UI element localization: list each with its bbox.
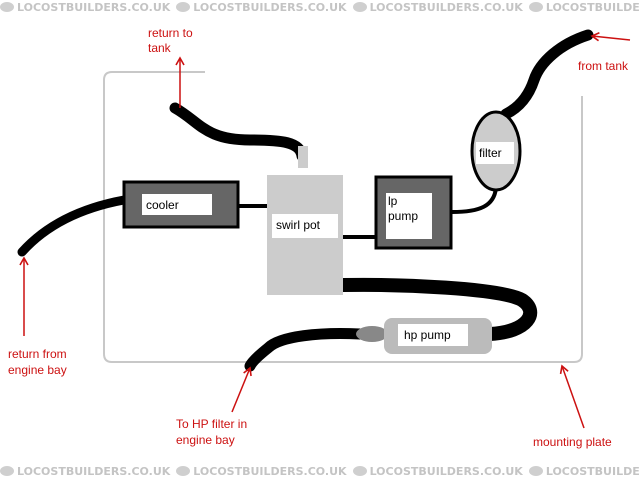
swirl-pot-inlet xyxy=(298,146,308,168)
label-return-to-tank-2: tank xyxy=(148,41,172,55)
watermark-text: LOCOSTBUILDERS.CO.UK xyxy=(545,1,640,14)
hp-pump-nozzle xyxy=(356,326,388,342)
watermark-logo-icon xyxy=(352,2,367,12)
hose-hp-pump-to-engine xyxy=(244,328,366,372)
hose-return-to-tank xyxy=(169,102,308,162)
watermark-logo-icon xyxy=(528,2,543,12)
watermark-unit: LOCOSTBUILDERS.CO.UK xyxy=(176,464,347,480)
watermark-unit: LOCOSTBUILDERS.CO.UK xyxy=(528,464,640,480)
cooler-label: cooler xyxy=(146,198,179,212)
watermark-text: LOCOSTBUILDERS.CO.UK xyxy=(17,465,171,478)
watermark-bottom: LOCOSTBUILDERS.CO.UK LOCOSTBUILDERS.CO.UK… xyxy=(0,464,640,480)
arrow-from-tank xyxy=(590,32,631,42)
swirl-pot-label: swirl pot xyxy=(276,218,321,232)
watermark-logo-icon xyxy=(352,466,367,476)
cooler-label-bg xyxy=(142,194,212,215)
watermark-text: LOCOSTBUILDERS.CO.UK xyxy=(545,465,640,478)
watermark-logo-icon xyxy=(0,466,14,476)
lp-pump-label-bg xyxy=(386,193,432,239)
hose-filter-to-lp-pump xyxy=(451,187,498,214)
watermark-logo-icon xyxy=(176,2,191,12)
mounting-plate-outline xyxy=(103,71,583,363)
hp-pump-label-bg xyxy=(398,324,468,346)
watermark-logo-icon xyxy=(176,466,191,476)
watermark-text: LOCOSTBUILDERS.CO.UK xyxy=(17,1,171,14)
watermark-unit: LOCOSTBUILDERS.CO.UK xyxy=(0,0,170,16)
filter-label: filter xyxy=(479,146,502,160)
watermark-text: LOCOSTBUILDERS.CO.UK xyxy=(369,1,523,14)
watermark-unit: LOCOSTBUILDERS.CO.UK xyxy=(0,464,170,480)
watermark-unit: LOCOSTBUILDERS.CO.UK xyxy=(352,0,523,16)
watermark-top: LOCOSTBUILDERS.CO.UK LOCOSTBUILDERS.CO.UK… xyxy=(0,0,640,16)
label-mounting-plate: mounting plate xyxy=(533,435,612,449)
watermark-text: LOCOSTBUILDERS.CO.UK xyxy=(193,465,347,478)
label-to-hp-filter-2: engine bay xyxy=(176,433,235,447)
arrow-to-hp-filter xyxy=(231,366,252,413)
lp-pump-label-2: pump xyxy=(388,209,418,223)
label-return-to-tank-1: return to xyxy=(148,26,193,40)
arrow-mounting-plate xyxy=(559,364,585,429)
watermark-text: LOCOSTBUILDERS.CO.UK xyxy=(369,465,523,478)
lp-pump-label-1: lp xyxy=(388,194,398,208)
label-return-from-engine-1: return from xyxy=(8,347,67,361)
watermark-unit: LOCOSTBUILDERS.CO.UK xyxy=(528,0,640,16)
hose-return-from-engine xyxy=(17,195,129,257)
hp-pump-label: hp pump xyxy=(404,328,451,342)
watermark-logo-icon xyxy=(528,466,543,476)
watermark-unit: LOCOSTBUILDERS.CO.UK xyxy=(176,0,347,16)
hose-swirl-pot-to-hp-pump xyxy=(336,277,538,341)
label-from-tank: from tank xyxy=(578,59,629,73)
hose-from-tank xyxy=(500,29,594,120)
label-to-hp-filter-1: To HP filter in xyxy=(176,417,247,431)
watermark-unit: LOCOSTBUILDERS.CO.UK xyxy=(352,464,523,480)
watermark-logo-icon xyxy=(0,2,14,12)
swirl-pot-label-bg xyxy=(272,214,338,238)
watermark-text: LOCOSTBUILDERS.CO.UK xyxy=(193,1,347,14)
filter-label-bg xyxy=(476,142,514,164)
label-return-from-engine-2: engine bay xyxy=(8,363,67,377)
